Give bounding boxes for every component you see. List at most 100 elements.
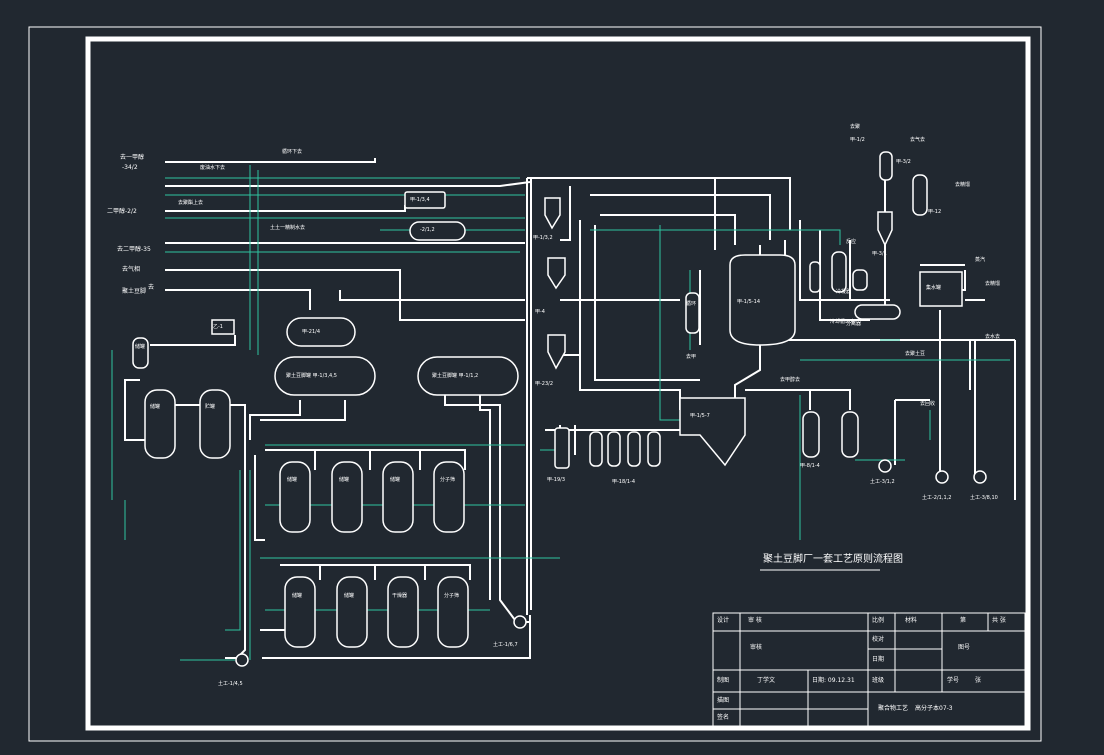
equip-label-e21: 去甲 bbox=[686, 354, 697, 360]
top-note-b: 废油水下去 bbox=[200, 165, 226, 171]
left-line-c bbox=[260, 400, 346, 421]
equip-label-e20: 循环 bbox=[686, 301, 697, 307]
tank-row2-4 bbox=[437, 576, 469, 648]
central-loop-2 bbox=[594, 225, 700, 381]
top-header-3 bbox=[590, 194, 771, 240]
top-note-c: 去聚酯上去 bbox=[178, 200, 204, 206]
equip-label-e1: 甲-1/3,4 bbox=[410, 197, 430, 203]
equip-label-e16: 甲-12 bbox=[928, 209, 942, 215]
tb-r5c3: 高分子本07-3 bbox=[915, 705, 953, 712]
tb-r5c1: 描图 bbox=[717, 697, 730, 704]
inlet-label-1b: -34/2 bbox=[122, 164, 138, 171]
pump-label-p4: 土工-2/1,1,2 bbox=[922, 495, 952, 501]
tb-r6c1: 签名 bbox=[717, 714, 730, 721]
tank-row1-2 bbox=[331, 461, 363, 533]
reactor-e10 bbox=[679, 397, 746, 467]
equip-label-e25: 集水罐 bbox=[926, 285, 942, 291]
process-lines bbox=[124, 158, 1016, 659]
top-header bbox=[527, 177, 791, 230]
tb-r1c4: 材料 bbox=[905, 617, 918, 624]
vessel-drum-right bbox=[854, 304, 901, 320]
left-loop bbox=[124, 379, 150, 441]
tank-label-t5: 储罐 bbox=[287, 477, 298, 483]
inlet-line-6 bbox=[165, 289, 311, 310]
vessel-top-right-2 bbox=[912, 174, 928, 216]
bank-tank-2 bbox=[607, 431, 621, 467]
tb-r4c3: 日期: 09.12.31 bbox=[812, 677, 855, 684]
right-note-f: 去聚土豆 bbox=[905, 351, 926, 357]
tank-label-t7: 储罐 bbox=[390, 477, 401, 483]
equip-label-e10: 甲-1/5-7 bbox=[690, 413, 710, 419]
bank-tank-1 bbox=[589, 431, 603, 467]
equip-label-e7: 甲-4 bbox=[535, 309, 545, 315]
pump-p3 bbox=[878, 459, 892, 473]
reactor-e9 bbox=[729, 254, 796, 346]
left-down bbox=[239, 455, 246, 656]
inlet-line-7 bbox=[339, 290, 525, 301]
vessel-left-1 bbox=[144, 389, 176, 459]
inlet-label-5: 聚土豆脚 bbox=[122, 288, 147, 295]
equip-label-e18: 去聚 bbox=[850, 124, 861, 130]
pumps bbox=[235, 459, 987, 667]
cyclone-2 bbox=[547, 257, 566, 290]
tank-label-t2: 储罐 bbox=[150, 404, 161, 410]
top-note-d: 土土一精制水去 bbox=[270, 225, 306, 231]
reactor-side-3 bbox=[799, 220, 890, 301]
inlet-label-3: 去二甲醇-35 bbox=[117, 246, 151, 253]
equip-label-e13: 甲-8/1-4 bbox=[800, 463, 820, 469]
drum-e13-2 bbox=[841, 411, 859, 458]
tb-r4c6: 张 bbox=[975, 677, 982, 684]
inlet-label-2: 二甲醇-2/2 bbox=[107, 208, 137, 215]
tank-label-t9: 储罐 bbox=[292, 593, 303, 599]
tb-r4c5: 学号 bbox=[947, 677, 960, 684]
equip-label-e2: -2/1,2 bbox=[420, 227, 435, 233]
teal-line-8 bbox=[225, 470, 241, 631]
right-note-b: 去精馏 bbox=[955, 182, 971, 188]
tb-r5c2: 聚合物工艺 bbox=[878, 705, 909, 712]
equip-label-e23: 分离器 bbox=[846, 321, 862, 327]
tank-label-t8: 分子筛 bbox=[440, 477, 456, 483]
equip-label-e19: 甲-1/2 bbox=[850, 137, 865, 143]
bottom-return bbox=[262, 615, 531, 659]
equip-label-e9: 甲-1/5-14 bbox=[737, 299, 761, 305]
vessel-mid-2 bbox=[809, 261, 821, 293]
tb-r4c4: 班级 bbox=[872, 677, 885, 684]
pump-label-p5: 土工-3/8,10 bbox=[970, 495, 998, 501]
tank-label-t10: 储罐 bbox=[344, 593, 355, 599]
equip-label-e3: 甲-21/4 bbox=[302, 329, 321, 335]
cyclone-right bbox=[877, 211, 893, 247]
tb-r2c2: 图号 bbox=[958, 644, 971, 651]
tb-r1c1: 设计 bbox=[717, 617, 730, 624]
equip-label-e12: 甲-18/1-4 bbox=[612, 479, 636, 485]
inlet-line-5 bbox=[165, 269, 525, 321]
tank-row2-1 bbox=[284, 576, 316, 648]
line-r7-drums-2 bbox=[810, 389, 851, 410]
row-lower-bus bbox=[280, 564, 471, 580]
tb-r4c2: 丁学文 bbox=[757, 677, 776, 684]
pump-label-p2: 土工-1/6,7 bbox=[493, 642, 518, 648]
top-header-2 bbox=[560, 186, 571, 241]
right-note-c: 去精馏 bbox=[985, 281, 1001, 287]
vessel-left-2 bbox=[199, 389, 231, 459]
pump-p1 bbox=[235, 653, 249, 667]
teal-line-16 bbox=[590, 229, 841, 245]
inlet-label-5b: 去 bbox=[148, 284, 155, 291]
tank-label-t12: 分子筛 bbox=[444, 593, 460, 599]
teal-lines bbox=[111, 165, 1010, 661]
top-header-4 bbox=[600, 214, 736, 245]
bank-tank-4 bbox=[647, 431, 661, 467]
vessel-top-right-1 bbox=[879, 151, 893, 181]
reactor-out bbox=[734, 345, 761, 400]
cyclone-1 bbox=[544, 197, 561, 230]
row-upper-bus bbox=[265, 449, 466, 470]
title-block bbox=[712, 612, 1026, 729]
drum-left-small bbox=[211, 319, 235, 335]
equip-label-e8: 甲-23/2 bbox=[535, 381, 554, 387]
tank-row2-2 bbox=[336, 576, 368, 648]
pump-label-p1: 土工-1/4,5 bbox=[218, 681, 243, 687]
equip-label-e5: 聚土豆脚罐 甲-1/1,2 bbox=[432, 373, 479, 379]
vessel-mid-1 bbox=[685, 292, 700, 334]
equip-label-e4: 聚土豆脚罐 甲-1/3,4,5 bbox=[286, 373, 337, 379]
right-note-g: 蒸汽 bbox=[975, 257, 986, 263]
